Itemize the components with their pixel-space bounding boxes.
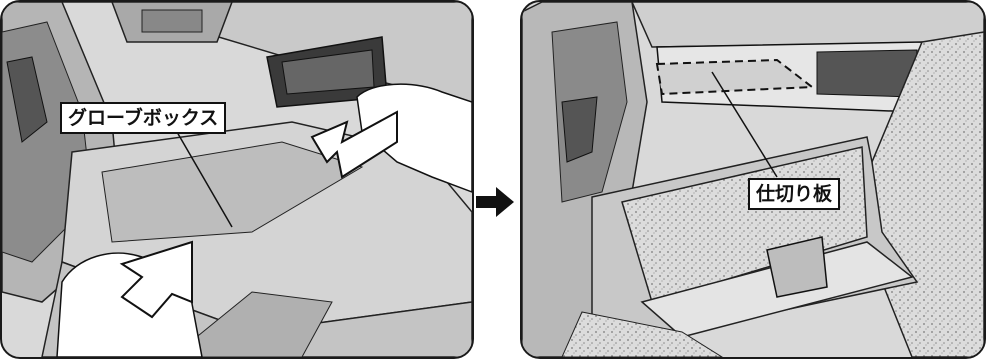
illustration-divider-plate: 仕切り板 (520, 0, 986, 359)
divider-plate-label: 仕切り板 (748, 178, 841, 210)
illustration-glovebox-removal: グローブボックス (0, 0, 474, 359)
glovebox-illustration (2, 2, 472, 357)
glovebox-label: グローブボックス (60, 102, 227, 134)
arrow-right-icon (476, 187, 514, 217)
divider-plate-illustration (522, 2, 984, 357)
